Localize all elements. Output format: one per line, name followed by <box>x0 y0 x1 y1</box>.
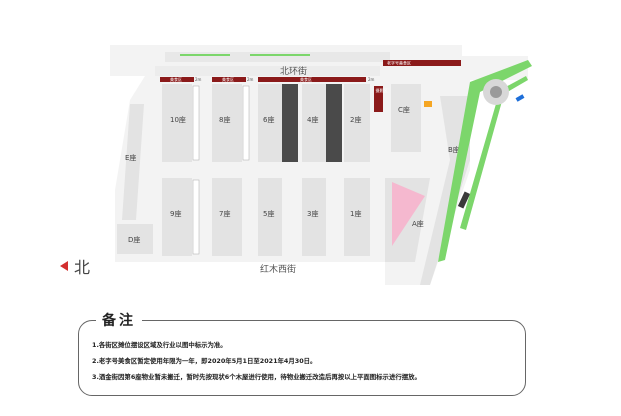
north-indicator: 北 <box>60 254 90 278</box>
north-street <box>155 66 380 76</box>
north-arrow-icon <box>60 261 68 271</box>
laozihao-zone <box>383 60 461 66</box>
green-strip-top <box>180 54 230 56</box>
block-5-label: 5座 <box>263 209 274 218</box>
stall-column-n2 <box>242 85 250 161</box>
block-b-label: B座 <box>448 145 460 154</box>
roundabout-center <box>490 86 502 98</box>
block-10 <box>162 84 192 162</box>
food-zone-label-right: 美食区 <box>300 76 312 82</box>
block-4-dark <box>326 84 342 162</box>
notes-box <box>78 320 526 396</box>
orange-marker <box>424 101 432 107</box>
block-9-label: 9座 <box>170 209 181 218</box>
green-belt-inner <box>460 76 528 230</box>
food-zone-label-mid: 美食区 <box>222 76 234 82</box>
block-6-dark <box>282 84 298 162</box>
dark-car-marker <box>457 191 471 209</box>
block-4 <box>302 84 326 162</box>
block-1-label: 1座 <box>350 209 361 218</box>
block-4-label: 4座 <box>307 115 318 124</box>
block-8-label: 8座 <box>219 115 230 124</box>
block-c-label: C座 <box>398 105 410 114</box>
food-zone-label-left: 美食区 <box>170 76 182 82</box>
block-7-label: 7座 <box>219 209 230 218</box>
laozihao-label: 老字号美食区 <box>387 60 411 66</box>
block-7 <box>212 178 242 256</box>
green-belt-right <box>438 60 532 262</box>
note-line-3: 3.酒金街因第6座物业暂未搬迁，暂时先按现状6个木屋进行使用，待物业搬迁改造后再… <box>92 373 421 381</box>
block-8 <box>212 84 242 162</box>
block-3-label: 3座 <box>307 209 318 218</box>
block-1 <box>344 178 370 256</box>
block-9 <box>162 178 192 256</box>
sheying-zone <box>374 86 383 112</box>
block-e-label: E座 <box>125 153 136 162</box>
block-3 <box>302 178 326 256</box>
green-strip-top-2 <box>250 54 310 56</box>
notes-title: 备注 <box>96 310 142 330</box>
sheying-label: 摄影区 <box>376 87 388 93</box>
block-10-label: 10座 <box>170 115 186 124</box>
north-strip <box>165 52 390 62</box>
note-line-1: 1.各街区摊位摆设区域及行业以图中标示为准。 <box>92 341 227 349</box>
food-zone-bar-left <box>160 77 194 82</box>
block-d-label: D座 <box>128 235 140 244</box>
block-c <box>391 84 421 152</box>
note-line-2: 2.老字号美食区暂定使用年限为一年，即2020年5月1日至2021年4月30日。 <box>92 357 317 365</box>
middle-street <box>130 163 385 177</box>
block-a-pink <box>392 182 425 246</box>
block-b <box>420 96 470 285</box>
block-2-label: 2座 <box>350 115 361 124</box>
site-plan-map: 老字号美食区 北环街 美食区 美食区 美食区 2m 2m 2m 10座 8座 6… <box>110 45 532 285</box>
block-a-label: A座 <box>412 219 424 228</box>
block-e <box>122 104 144 220</box>
block-d <box>117 224 153 254</box>
south-street-label: 红木西街 <box>260 263 296 275</box>
spacing-2m-a: 2m <box>195 77 202 82</box>
north-street-label: 北环街 <box>280 65 307 77</box>
spacing-2m-c: 2m <box>368 77 375 82</box>
stall-column-s1 <box>192 179 200 255</box>
block-2 <box>344 84 370 162</box>
spacing-2m-b: 2m <box>247 77 254 82</box>
block-6-label: 6座 <box>263 115 274 124</box>
food-zone-bar-mid <box>212 77 246 82</box>
food-zone-bar-right <box>258 77 366 82</box>
block-6 <box>258 84 282 162</box>
north-label: 北 <box>74 258 91 277</box>
block-5 <box>258 178 282 256</box>
stall-column-n1 <box>192 85 200 161</box>
blue-marker <box>515 94 525 102</box>
